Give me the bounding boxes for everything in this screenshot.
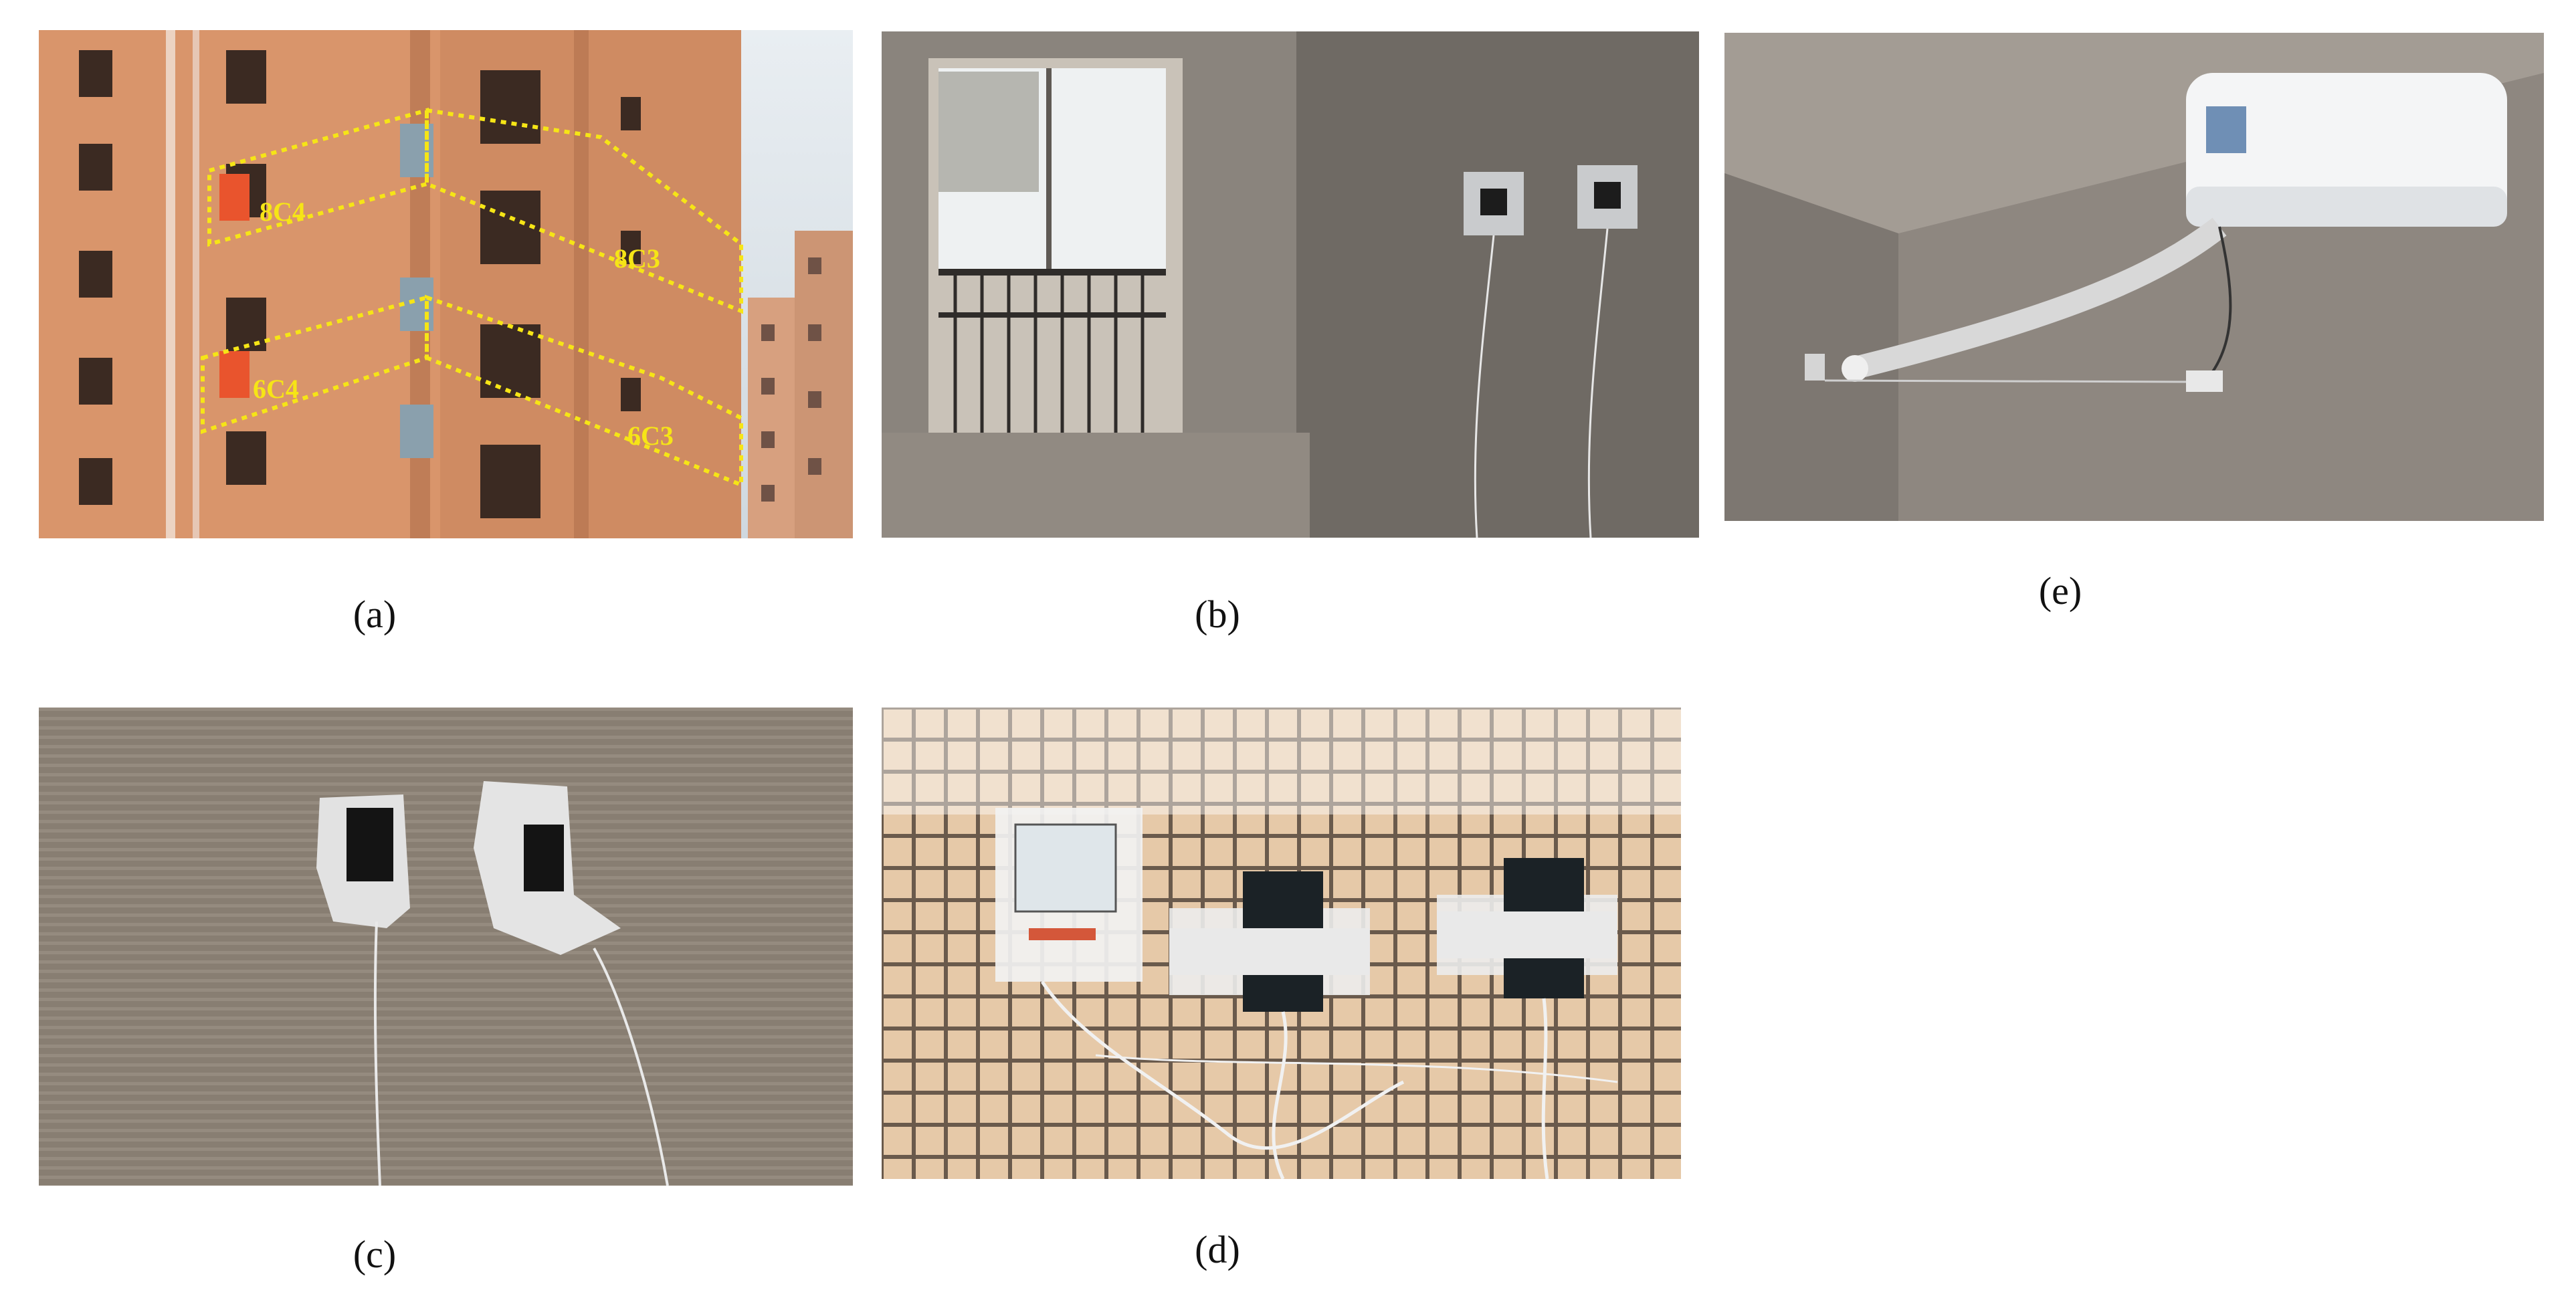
photo-d-svg: [882, 708, 1681, 1179]
label-8c3: 8C3: [614, 243, 660, 274]
annotation-boxes: [201, 108, 743, 488]
photo-d-sensors-tiles: [882, 708, 1681, 1179]
photo-b-room-window: [882, 31, 1699, 538]
caption-a: (a): [353, 592, 397, 636]
caption-e: (e): [2038, 569, 2082, 613]
caption-d: (d): [1195, 1228, 1240, 1271]
label-6c3: 6C3: [627, 421, 674, 451]
photo-a-svg: 8C4 8C3 6C4 6C3: [39, 30, 853, 538]
photo-c-svg: [39, 708, 853, 1186]
photo-b-svg: [882, 31, 1699, 538]
photo-c-sensors-plaster: [39, 708, 853, 1186]
caption-c: (c): [353, 1232, 397, 1276]
photo-e-svg: [1724, 33, 2544, 521]
photo-e-air-conditioner: [1724, 33, 2544, 521]
photo-a-building-facade: 8C4 8C3 6C4 6C3: [39, 30, 853, 538]
caption-b: (b): [1195, 592, 1240, 636]
label-6c4: 6C4: [253, 374, 299, 404]
label-8c4: 8C4: [260, 197, 306, 227]
